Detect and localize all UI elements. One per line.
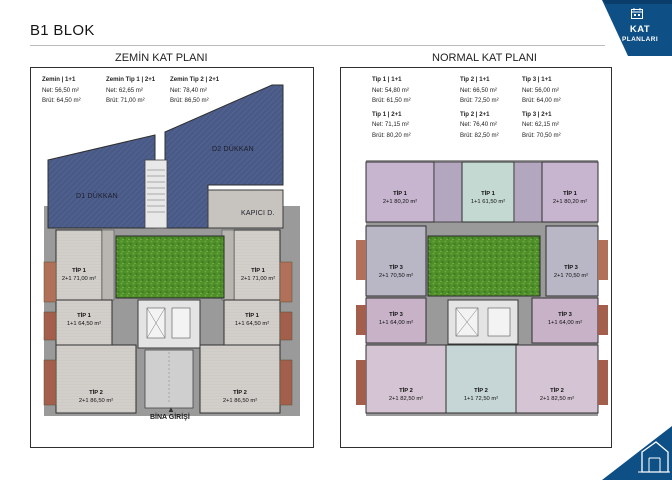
- building-entrance-label: BİNA GİRİŞİ: [150, 414, 190, 421]
- ground-info-col-3: Zemin Tip 2 | 2+1 Net: 78,40 m² Brüt: 86…: [170, 75, 219, 107]
- normal-unit-label: TİP 2 2+1 82,50 m²: [388, 388, 424, 402]
- title-divider: [30, 45, 605, 46]
- unit-type: Tip 2 | 2+1: [460, 110, 490, 118]
- gross-area: Brüt: 61,50 m²: [372, 97, 411, 104]
- normal-floor-title: NORMAL KAT PLANI: [427, 52, 542, 64]
- unit-type: Zemin Tip 2 | 2+1: [170, 76, 220, 83]
- normal-unit-label: TİP 3 1+1 64,00 m²: [378, 312, 414, 326]
- normal-unit-label: TİP 1 2+1 80,20 m²: [382, 191, 418, 205]
- ground-info-col-1: Zemin | 1+1 Net: 56,50 m² Brüt: 64,50 m²: [42, 75, 81, 107]
- normal-unit-label: TİP 3 2+1 70,50 m²: [378, 265, 414, 279]
- gross-area: Brüt: 71,00 m²: [106, 97, 145, 104]
- ground-floor-title: ZEMİN KAT PLANI: [110, 52, 213, 64]
- gross-area: Brüt: 72,50 m²: [460, 97, 499, 104]
- normal-info-col-3: Tip 3 | 1+1 Net: 56,00 m² Brüt: 64,00 m²…: [522, 75, 561, 141]
- normal-unit-label: TİP 1 1+1 61,50 m²: [470, 191, 506, 205]
- badge-background: [602, 0, 672, 56]
- ground-unit-label: TİP 2 2+1 86,50 m²: [222, 390, 258, 404]
- unit-type: Tip 1 | 1+1: [372, 76, 402, 83]
- net-area: Net: 56,50 m²: [42, 86, 79, 94]
- normal-info-col-2: Tip 2 | 1+1 Net: 66,50 m² Brüt: 72,50 m²…: [460, 75, 499, 141]
- ground-unit-label: TİP 1 1+1 64,50 m²: [66, 313, 102, 327]
- net-area: Net: 76,40 m²: [460, 121, 497, 128]
- net-area: Net: 62,15 m²: [522, 121, 559, 128]
- house-blueprint-icon: [602, 420, 672, 480]
- kat-planlari-badge: KAT PLANLARI: [602, 0, 672, 56]
- net-area: Net: 62,65 m²: [106, 86, 143, 94]
- ground-unit-label: TİP 1 2+1 71,00 m²: [240, 268, 276, 282]
- ground-unit-label: TİP 1 2+1 71,00 m²: [61, 268, 97, 282]
- badge-line-2: PLANLARI: [621, 36, 659, 43]
- unit-type: Tip 1 | 2+1: [372, 110, 402, 118]
- ground-info-col-2: Zemin Tip 1 | 2+1 Net: 62,65 m² Brüt: 71…: [106, 75, 155, 107]
- gross-area: Brüt: 64,00 m²: [522, 97, 561, 104]
- unit-type: Zemin | 1+1: [42, 76, 76, 83]
- gross-area: Brüt: 80,20 m²: [372, 131, 411, 139]
- calendar-icon: [631, 8, 643, 19]
- arrow-up-icon: ▲: [167, 405, 175, 414]
- gross-area: Brüt: 82,50 m²: [460, 131, 499, 139]
- gross-area: Brüt: 70,50 m²: [522, 131, 561, 139]
- ground-unit-label: TİP 2 2+1 86,50 m²: [78, 390, 114, 404]
- ground-unit-label: TİP 1 1+1 64,50 m²: [234, 313, 270, 327]
- shop-d2-label: D2 DÜKKAN: [212, 146, 254, 153]
- normal-unit-label: TİP 3 2+1 70,50 m²: [553, 265, 589, 279]
- net-area: Net: 78,40 m²: [170, 86, 207, 94]
- page-title: B1 BLOK: [30, 22, 95, 39]
- unit-type: Tip 2 | 1+1: [460, 76, 490, 83]
- net-area: Net: 71,15 m²: [372, 121, 409, 128]
- normal-unit-label: TİP 2 1+1 72,50 m²: [463, 388, 499, 402]
- badge-line-1: KAT: [629, 24, 651, 35]
- shop-d1-label: D1 DÜKKAN: [76, 193, 118, 200]
- normal-unit-label: TİP 3 1+1 64,00 m²: [547, 312, 583, 326]
- normal-unit-label: TİP 1 2+1 80,20 m²: [552, 191, 588, 205]
- doorman-room-label: KAPICI D.: [241, 210, 275, 217]
- net-area: Net: 56,00 m²: [522, 86, 559, 94]
- unit-type: Tip 3 | 2+1: [522, 110, 552, 118]
- unit-type: Zemin Tip 1 | 2+1: [106, 76, 156, 83]
- unit-type: Tip 3 | 1+1: [522, 76, 552, 83]
- normal-info-col-1: Tip 1 | 1+1 Net: 54,80 m² Brüt: 61,50 m²…: [372, 75, 411, 141]
- net-area: Net: 54,80 m²: [372, 86, 409, 94]
- net-area: Net: 66,50 m²: [460, 86, 497, 94]
- gross-area: Brüt: 86,50 m²: [170, 97, 209, 104]
- gross-area: Brüt: 64,50 m²: [42, 97, 81, 104]
- normal-unit-label: TİP 2 2+1 82,50 m²: [539, 388, 575, 402]
